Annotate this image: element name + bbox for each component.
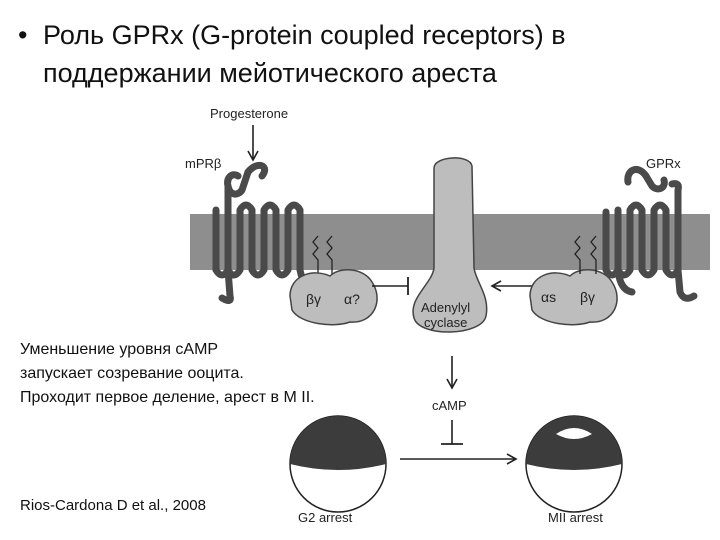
adenylyl-cyclase <box>412 157 488 333</box>
progesterone-label: Progesterone <box>210 106 288 121</box>
caption: Уменьшение уровня cAMP запускает созрева… <box>20 338 420 410</box>
lipid-anchor-right-2 <box>590 235 597 274</box>
mpr-beta-label: mPRβ <box>185 156 221 171</box>
g-protein-right <box>529 269 618 326</box>
lipid-anchor-left-2 <box>326 235 333 274</box>
adenylyl-cyclase-label-line-1: Adenylyl <box>421 300 470 315</box>
citation: Rios-Cardona D et al., 2008 <box>20 497 206 514</box>
mii-arrest-label: MII arrest <box>548 510 603 525</box>
camp-label: cAMP <box>432 398 467 413</box>
caption-line-1: Уменьшение уровня cAMP <box>20 341 219 358</box>
title-line-2: поддержании мейотического ареста <box>43 58 497 88</box>
gprx-inner-helix <box>602 208 622 279</box>
beta-gamma-left-label: βγ <box>306 291 321 307</box>
mii-oocyte <box>525 415 623 513</box>
title-line-1: Роль GPRx (G-protein coupled receptors) … <box>43 20 566 50</box>
alpha-q-label: α? <box>344 291 360 307</box>
gprx-receptor <box>614 166 698 302</box>
gprx-label: GPRx <box>646 156 681 171</box>
g2-arrest-label: G2 arrest <box>298 510 353 525</box>
caption-line-3: Проходит первое деление, арест в M II. <box>20 389 315 406</box>
title-bullet: • <box>18 20 28 50</box>
lipid-anchor-left-1 <box>312 235 319 274</box>
g-protein-left <box>289 269 378 326</box>
mpr-beta-inner-helix <box>212 206 232 279</box>
g2-oocyte <box>289 415 387 513</box>
caption-line-2: запускает созревание ооцита. <box>20 365 244 382</box>
adenylyl-cyclase-label-line-2: cyclase <box>424 315 467 330</box>
slide-title: • Роль GPRx (G-protein coupled receptors… <box>18 16 708 92</box>
alpha-s-label: αs <box>541 289 556 305</box>
lipid-anchor-right-1 <box>574 235 581 274</box>
beta-gamma-right-label: βγ <box>580 289 595 305</box>
mpr-beta-receptor <box>218 161 320 305</box>
